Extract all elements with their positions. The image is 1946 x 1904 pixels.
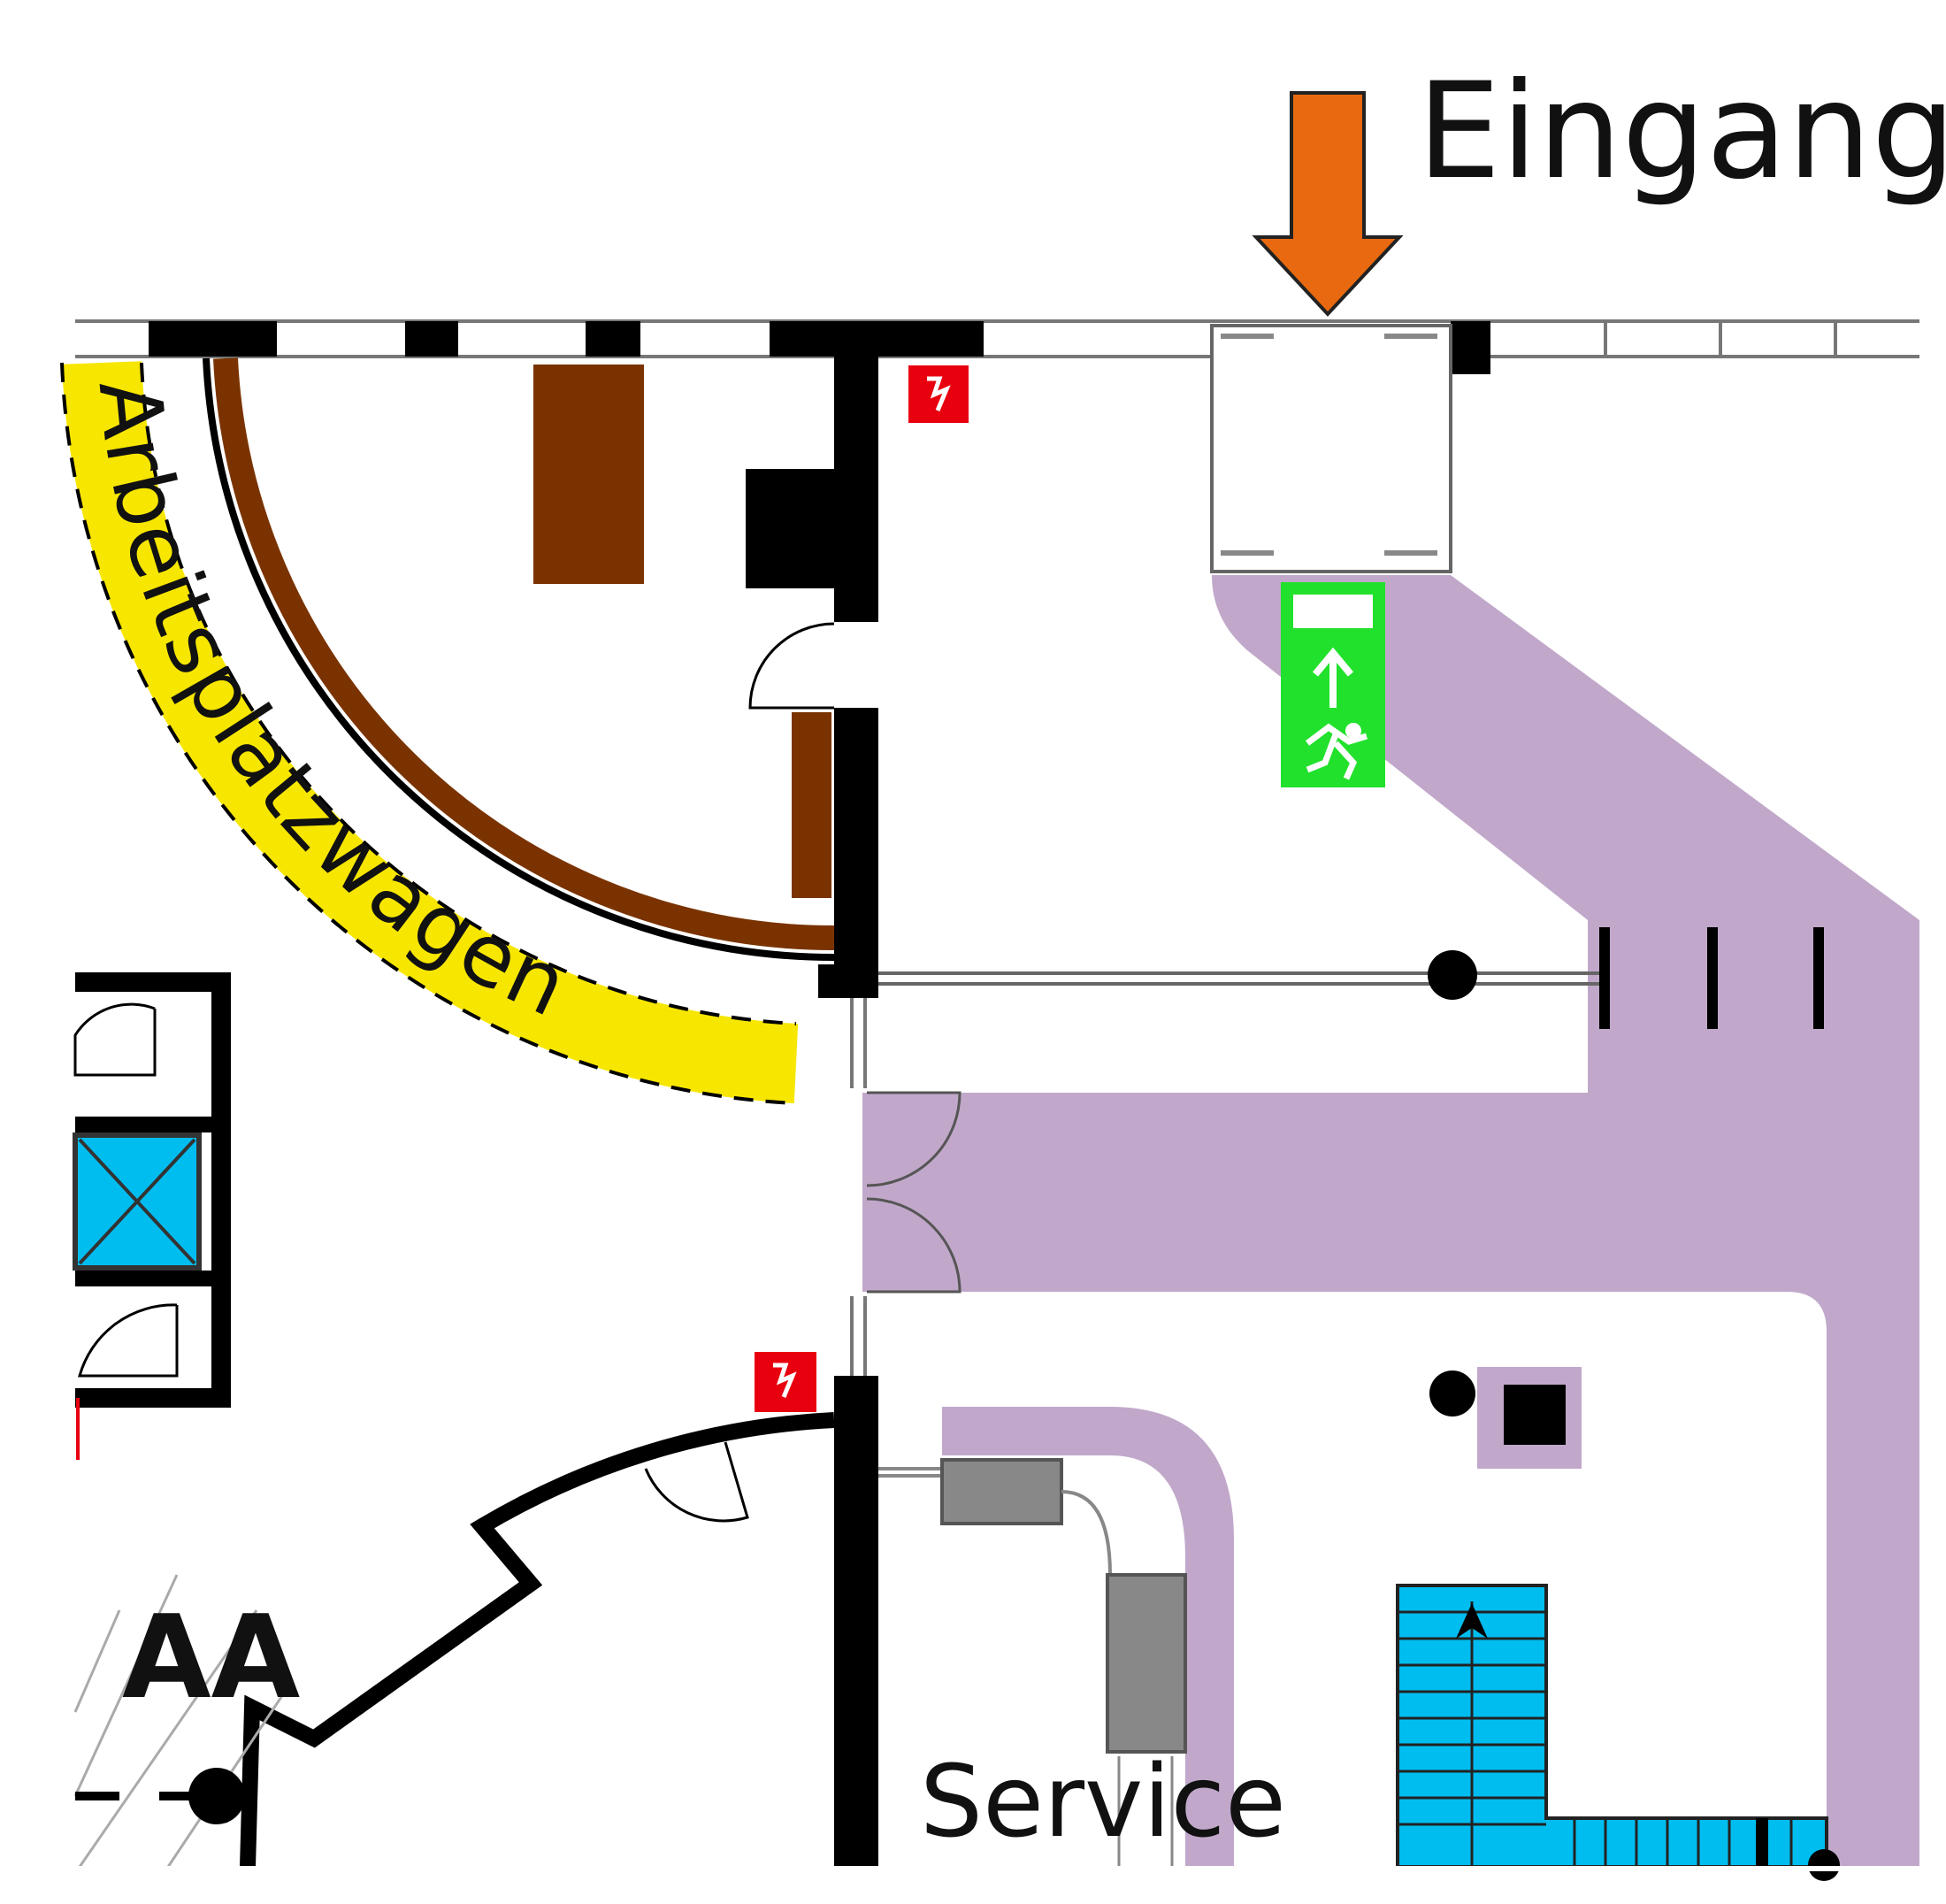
door-swing <box>748 622 835 710</box>
service-label: Service <box>920 1745 1286 1860</box>
column-marker <box>1429 1370 1566 1445</box>
cabinet <box>533 365 644 584</box>
elevator-block <box>73 972 231 1460</box>
fire-extinguisher-icon <box>755 1352 816 1412</box>
cart-area-highlight <box>62 361 799 1103</box>
cabinet <box>792 712 831 898</box>
service-counter <box>878 1458 1187 1867</box>
walkway-area <box>862 575 1919 1867</box>
emergency-exit-running-man-icon <box>1281 582 1385 787</box>
curved-room-wall <box>240 1412 835 1868</box>
barrier-line <box>878 927 1824 1029</box>
room-code-label: AA <box>122 1590 300 1724</box>
stair-outline <box>73 1574 294 1868</box>
down-arrow-icon <box>1252 91 1404 317</box>
fire-extinguisher-icon <box>908 365 969 423</box>
entrance-label: Eingang <box>1417 55 1946 209</box>
entrance-vestibule <box>1210 324 1452 573</box>
curved-counter <box>213 357 835 951</box>
up-arrow-icon <box>1456 1603 1488 1639</box>
interior-walls <box>746 357 878 1871</box>
exterior-facade <box>75 319 1919 374</box>
double-door <box>866 1091 962 1294</box>
